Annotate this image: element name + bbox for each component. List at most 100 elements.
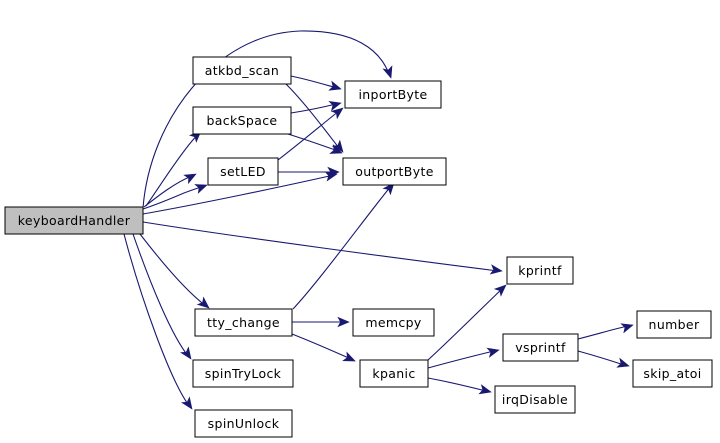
- node-box-keyboardHandler[interactable]: [4, 206, 144, 235]
- arrowhead-shape: [194, 184, 208, 194]
- node-label-irqDisable: irqDisable: [502, 392, 568, 407]
- arrowhead-shape: [180, 346, 192, 360]
- node-label-tty_change: tty_change: [207, 315, 280, 330]
- arrowhead-tty_change->kpanic: [342, 351, 356, 362]
- arrowhead-keyboardHandler->atkbd_scan: [183, 173, 197, 185]
- arrowhead-shape: [382, 182, 395, 196]
- node-number[interactable]: number: [636, 310, 712, 339]
- edge-keyboardHandler-to-kprintf: [142, 221, 499, 272]
- edge-setLED-to-inportByte: [277, 110, 340, 161]
- node-layer: keyboardHandler atkbd_scan backSpace setLED…: [4, 56, 713, 438]
- node-tty_change[interactable]: tty_change: [194, 308, 293, 337]
- node-kpanic[interactable]: kpanic: [359, 359, 429, 388]
- node-setLED[interactable]: setLED: [207, 157, 279, 186]
- edge-tty_change-to-kpanic: [291, 333, 352, 360]
- edge-keyboardHandler-to-atkbd_scan: [143, 175, 193, 208]
- edge-keyboardHandler-to-tty_change: [139, 233, 207, 307]
- node-label-outportByte: outportByte: [355, 164, 434, 179]
- node-label-spinTryLock: spinTryLock: [205, 366, 282, 381]
- arrowhead-keyboardHandler->kprintf: [489, 264, 503, 275]
- arrowhead-shape: [620, 323, 634, 334]
- node-box-skip_atoi[interactable]: [632, 359, 713, 388]
- node-kprintf[interactable]: kprintf: [506, 256, 574, 285]
- arrowhead-keyboardHandler->setLED: [194, 184, 208, 194]
- edge-keyboardHandler-to-outportByte: [142, 174, 335, 215]
- node-box-irqDisable[interactable]: [494, 385, 576, 414]
- edge-backSpace-to-inportByte: [290, 103, 337, 114]
- node-box-backSpace[interactable]: [192, 106, 292, 135]
- node-label-setLED: setLED: [220, 164, 266, 179]
- arrowhead-atkbd_scan->inportByte: [328, 80, 342, 91]
- node-box-spinTryLock[interactable]: [192, 359, 294, 388]
- node-box-memcpy[interactable]: [352, 308, 435, 337]
- node-inportByte[interactable]: inportByte: [344, 80, 442, 109]
- edge-tty_change-to-outportByte: [292, 185, 392, 310]
- arrowhead-shape: [328, 100, 342, 112]
- arrowhead-kpanic->kprintf: [493, 284, 507, 297]
- node-box-outportByte[interactable]: [342, 157, 447, 186]
- node-label-skip_atoi: skip_atoi: [643, 366, 701, 381]
- arrowhead-shape: [330, 107, 344, 120]
- arrowhead-shape: [327, 166, 340, 178]
- node-box-kprintf[interactable]: [506, 256, 574, 285]
- arrowhead-shape: [382, 65, 393, 79]
- node-outportByte[interactable]: outportByte: [342, 157, 447, 186]
- node-skip_atoi[interactable]: skip_atoi: [632, 359, 713, 388]
- arrowhead-shape: [342, 351, 356, 362]
- node-atkbd_scan[interactable]: atkbd_scan: [192, 56, 292, 85]
- node-box-inportByte[interactable]: [344, 80, 442, 109]
- edge-vsprintf-to-number: [577, 325, 629, 340]
- node-label-inportByte: inportByte: [358, 87, 427, 102]
- edge-kpanic-to-vsprintf: [427, 350, 495, 369]
- arrowhead-backSpace->inportByte: [328, 100, 342, 112]
- arrowhead-keyboardHandler->tty_change: [196, 296, 210, 309]
- edge-kpanic-to-irqDisable: [427, 377, 487, 392]
- arrowhead-backSpace->outportByte: [329, 144, 343, 154]
- arrowhead-shape: [486, 347, 500, 358]
- node-box-kpanic[interactable]: [359, 359, 429, 388]
- arrowhead-tty_change->outportByte: [382, 182, 395, 196]
- arrowhead-kpanic->irqDisable: [478, 384, 492, 395]
- arrowhead-shape: [478, 384, 492, 395]
- arrowhead-shape: [337, 316, 350, 328]
- edge-vsprintf-to-skip_atoi: [577, 350, 625, 366]
- node-box-spinUnlock[interactable]: [194, 409, 293, 438]
- edge-keyboardHandler-to-backSpace: [145, 133, 199, 207]
- node-label-kpanic: kpanic: [372, 366, 415, 381]
- arrowhead-keyboardHandler->spinUnlock: [181, 396, 193, 410]
- node-box-atkbd_scan[interactable]: [192, 56, 292, 85]
- node-box-vsprintf[interactable]: [502, 333, 579, 362]
- node-label-vsprintf: vsprintf: [515, 340, 566, 355]
- node-box-setLED[interactable]: [207, 157, 279, 186]
- arrowhead-keyboardHandler->inportByte: [382, 65, 393, 79]
- node-irqDisable[interactable]: irqDisable: [494, 385, 576, 414]
- edge-keyboardHandler-to-spinTryLock: [132, 233, 190, 358]
- arrowhead-shape: [196, 296, 210, 309]
- edge-keyboardHandler-to-spinUnlock: [123, 233, 191, 408]
- arrowhead-shape: [329, 144, 343, 154]
- node-label-backSpace: backSpace: [207, 113, 278, 128]
- node-keyboardHandler[interactable]: keyboardHandler: [4, 206, 144, 235]
- arrowhead-setLED->outportByte: [327, 166, 340, 178]
- arrowhead-shape: [328, 80, 342, 91]
- node-backSpace[interactable]: backSpace: [192, 106, 292, 135]
- node-box-tty_change[interactable]: [194, 308, 293, 337]
- arrowhead-shape: [489, 264, 503, 275]
- arrowhead-shape: [183, 173, 197, 185]
- node-vsprintf[interactable]: vsprintf: [502, 333, 579, 362]
- node-label-spinUnlock: spinUnlock: [208, 416, 280, 431]
- node-spinTryLock[interactable]: spinTryLock: [192, 359, 294, 388]
- edge-atkbd_scan-to-inportByte: [290, 75, 338, 89]
- node-box-number[interactable]: [636, 310, 712, 339]
- arrowhead-vsprintf->skip_atoi: [616, 357, 630, 368]
- node-memcpy[interactable]: memcpy: [352, 308, 435, 337]
- arrowhead-vsprintf->number: [620, 323, 634, 334]
- node-label-memcpy: memcpy: [365, 315, 422, 330]
- arrowhead-layer: [180, 65, 634, 410]
- edge-kpanic-to-kprintf: [427, 287, 504, 361]
- node-spinUnlock[interactable]: spinUnlock: [194, 409, 293, 438]
- node-label-kprintf: kprintf: [518, 263, 562, 278]
- edge-keyboardHandler-to-inportByte: [142, 30, 390, 209]
